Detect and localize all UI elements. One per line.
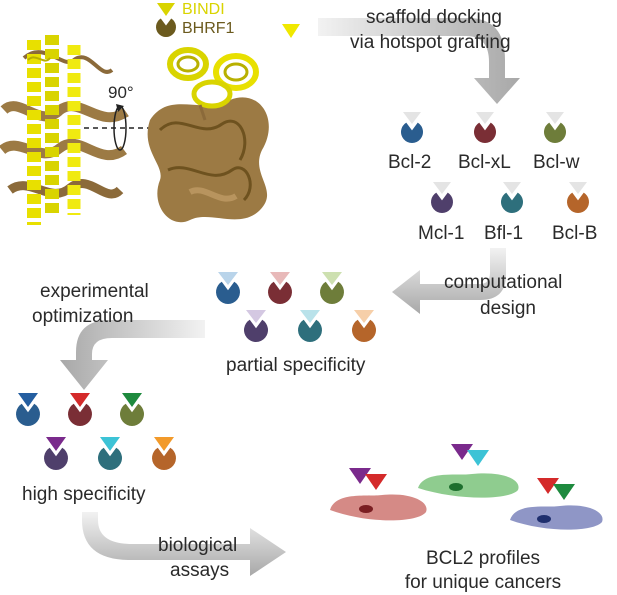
- bindi-helix-bundle-side: [0, 35, 129, 225]
- arrow-computational-design: [392, 248, 506, 314]
- high-bcl-2-binder: [18, 393, 38, 407]
- partial-bfl-1-receptor: [297, 319, 323, 342]
- target-bfl-1-placeholder-triangle: [503, 182, 521, 194]
- step-biological-assays-line1: biological: [158, 535, 238, 556]
- protein-label-bcl-xl: Bcl-xL: [458, 152, 511, 173]
- cell-green-binder-1: [451, 444, 473, 460]
- partial-bcl-b-receptor: [352, 319, 377, 342]
- step-scaffold-docking-line2: via hotspot grafting: [350, 32, 511, 53]
- target-bcl-2-receptor: [400, 122, 423, 143]
- cell-red-body: [330, 494, 427, 521]
- protein-label-mcl-1: Mcl-1: [418, 223, 465, 244]
- cell-green-body: [418, 473, 519, 498]
- partial-specificity-designs: [216, 272, 377, 342]
- bcl2-family-targets: [400, 112, 589, 214]
- scaffold-bindi-triangle: [282, 24, 300, 38]
- target-bcl-w-receptor: [543, 122, 566, 143]
- partial-bcl-w-binder: [322, 272, 342, 285]
- cancer-profiles-label-line2: for unique cancers: [404, 572, 562, 593]
- high-specificity-label: high specificity: [22, 484, 146, 505]
- partial-bcl-b-binder: [354, 310, 374, 323]
- cell-red-binder-2: [365, 474, 387, 490]
- partial-specificity-label: partial specificity: [226, 355, 366, 376]
- high-bcl-xl-receptor: [68, 403, 92, 427]
- partial-bcl-xl-receptor: [268, 281, 292, 304]
- partial-bcl-xl-binder: [270, 272, 290, 285]
- partial-mcl-1-binder: [246, 310, 266, 323]
- target-bcl-b-receptor: [567, 192, 589, 214]
- high-bcl-w-receptor: [120, 403, 144, 427]
- target-bcl-xl-receptor: [474, 122, 497, 143]
- target-mcl-1-placeholder-triangle: [433, 182, 451, 194]
- high-bcl-xl-binder: [70, 393, 90, 407]
- protein-label-bcl-b: Bcl-B: [552, 223, 598, 244]
- cell-green-nucleus: [449, 483, 463, 491]
- high-bcl-2-receptor: [16, 403, 40, 427]
- legend-bindi-icon: [157, 3, 175, 16]
- partial-mcl-1-receptor: [243, 319, 268, 342]
- rotation-label: 90°: [108, 83, 134, 102]
- step-experimental-optimization-line1: experimental: [40, 281, 149, 302]
- high-specificity-designs: [16, 393, 177, 471]
- cell-red: [330, 468, 427, 521]
- cancer-cells: [330, 444, 603, 530]
- cell-blue-nucleus: [537, 515, 551, 523]
- partial-bcl-2-receptor: [216, 281, 240, 304]
- cell-red-nucleus: [359, 505, 373, 513]
- arrow-biological-assays: [82, 512, 286, 576]
- step-biological-assays-line2: assays: [170, 560, 230, 581]
- target-bcl-w-placeholder-triangle: [546, 112, 564, 124]
- high-mcl-1-receptor: [44, 447, 69, 471]
- target-bfl-1-receptor: [501, 192, 523, 214]
- target-bcl-2-placeholder-triangle: [403, 112, 421, 124]
- high-bcl-b-receptor: [152, 447, 177, 471]
- high-bcl-w-binder: [122, 393, 142, 407]
- cell-blue-binder-2: [553, 484, 575, 500]
- high-bcl-b-binder: [154, 437, 174, 451]
- bindi-helix-bundle-top: [147, 47, 269, 223]
- cell-green-binder-2: [467, 450, 489, 466]
- protein-label-bfl-1: Bfl-1: [484, 223, 524, 244]
- legend-bhrf1-shape: [156, 18, 176, 38]
- legend-bhrf1-label: BHRF1: [182, 20, 235, 37]
- cell-blue-body: [510, 505, 603, 530]
- protein-label-bcl-2: Bcl-2: [388, 152, 432, 173]
- protein-label-bcl-w: Bcl-w: [533, 152, 580, 173]
- legend-bhrf1-icon: [156, 18, 176, 38]
- partial-bfl-1-binder: [300, 310, 320, 323]
- partial-bcl-w-receptor: [320, 281, 345, 304]
- target-mcl-1-receptor: [430, 192, 453, 213]
- cancer-profiles-label-line1: BCL2 profiles: [425, 548, 541, 569]
- cell-red-binder-1: [349, 468, 371, 484]
- cell-blue: [510, 478, 603, 530]
- partial-bcl-2-binder: [218, 272, 238, 285]
- arrow-scaffold-docking: [318, 18, 520, 104]
- target-bcl-xl-placeholder-triangle: [476, 112, 494, 124]
- high-bfl-1-receptor: [98, 447, 122, 471]
- step-experimental-optimization-line2: optimization: [32, 306, 134, 327]
- cell-blue-binder-1: [537, 478, 559, 494]
- cell-green: [418, 444, 519, 498]
- step-computational-design-line2: design: [480, 298, 536, 319]
- step-scaffold-docking-line1: scaffold docking: [366, 7, 502, 28]
- step-computational-design-line1: computational: [444, 272, 563, 293]
- high-mcl-1-binder: [46, 437, 66, 451]
- target-bcl-b-placeholder-triangle: [569, 182, 587, 194]
- high-bfl-1-binder: [100, 437, 120, 451]
- arrow-experimental-optimization: [60, 320, 205, 390]
- legend-bindi-label: BINDI: [182, 1, 225, 18]
